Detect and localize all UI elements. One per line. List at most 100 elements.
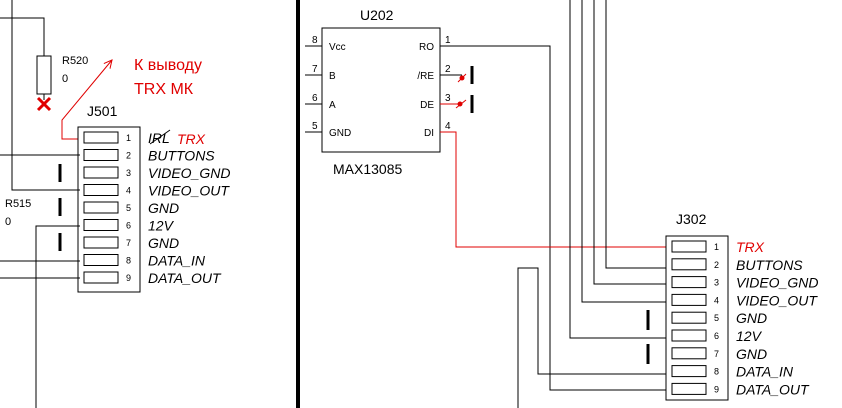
r520-ref: R520: [62, 55, 88, 67]
resistor-r520: [36, 55, 52, 95]
u202-pin-name: RO: [419, 42, 434, 53]
j302-pin-number: 9: [714, 384, 719, 394]
wire-j501-pin6: [35, 225, 80, 408]
j501-signal-label: DATA_OUT: [148, 270, 222, 286]
j302-pin-number: 8: [714, 367, 719, 377]
j501-trx-replacement: TRX: [177, 131, 206, 147]
j302-signal-label: DATA_OUT: [736, 381, 810, 397]
j302-pin-number: 2: [714, 260, 719, 270]
wire-j302-pin3: [593, 0, 668, 285]
j501-pin-number: 8: [126, 256, 131, 266]
u202-pin-number: 3: [445, 93, 451, 104]
u202-pin-number: 6: [312, 93, 318, 104]
r515-value: 0: [5, 216, 11, 228]
j302-signal-label: GND: [736, 346, 767, 362]
u202-pin-name: /RE: [417, 71, 434, 82]
u202-pin-name: B: [329, 71, 336, 82]
red-arrow-wire: [61, 60, 112, 140]
j302-pin-number: 1: [714, 242, 719, 252]
j302-signal-label: BUTTONS: [736, 257, 803, 273]
j501-slot: [83, 219, 119, 231]
j501-slot: [83, 149, 119, 161]
j302-pin-number: 5: [714, 313, 719, 323]
j501-signal-label: DATA_IN: [148, 253, 206, 269]
j501-slot: [83, 254, 119, 266]
j302-slot: [671, 311, 707, 324]
j501-pin-number: 9: [126, 273, 131, 283]
j302-slots: [671, 240, 707, 395]
u202-pin-name: DI: [424, 128, 434, 139]
j501-slot: [83, 201, 119, 214]
j501-pin-number: 6: [126, 221, 131, 231]
j501-signal-label: GND: [148, 235, 179, 251]
u202-pin-name: A: [329, 100, 336, 111]
j302-signal-label: TRX: [736, 239, 765, 255]
ic-u202: [321, 27, 441, 153]
j501-slot: [83, 184, 119, 196]
u202-pin-number: 4: [445, 121, 451, 132]
u202-ref: U202: [360, 7, 394, 23]
j501-pin-number: 1: [126, 133, 131, 143]
j501-slot: [83, 166, 119, 179]
u202-part: MAX13085: [333, 161, 402, 177]
j501-pin-number: 3: [126, 168, 131, 178]
r520-value: 0: [62, 73, 68, 85]
j302-slot: [671, 329, 707, 342]
wire-ro: [440, 45, 668, 391]
j501-signal-label: 12V: [148, 218, 175, 234]
j302-signal-label: GND: [736, 310, 767, 326]
u202-pin-number: 1: [445, 35, 451, 46]
j501-signal-labels: IRLBUTTONSVIDEO_GNDVIDEO_OUTGND12VGNDDAT…: [148, 130, 230, 286]
wire-j302-pin6: [569, 0, 668, 339]
cut-mark-icon: [36, 96, 52, 112]
j302-pin-number: 3: [714, 278, 719, 288]
note-line-1: К выводу: [134, 57, 202, 74]
j302-signal-label: 12V: [736, 328, 763, 344]
j501-pin-number: 2: [126, 151, 131, 161]
wire-j501-pin4: [11, 0, 80, 191]
j501-slot: [83, 271, 119, 284]
j302-signal-label: VIDEO_OUT: [736, 292, 818, 308]
wire-di: [440, 131, 668, 248]
j302-ref: J302: [676, 211, 707, 227]
j302-slot: [671, 293, 707, 306]
j501-slots: [83, 131, 119, 284]
u202-pin-number: 7: [312, 64, 318, 75]
j302-slot: [671, 258, 707, 271]
j302-signal-label: DATA_IN: [736, 364, 794, 380]
wire-r520-top: [0, 17, 45, 56]
j302-slot: [671, 365, 707, 378]
note-line-2: TRX МК: [134, 81, 194, 98]
wire-j302-pin2: [605, 0, 668, 269]
j302-pin-number: 4: [714, 295, 719, 305]
j302-signal-label: VIDEO_GND: [736, 275, 818, 291]
j302-slot: [671, 382, 707, 395]
j302-slot: [671, 240, 707, 253]
u202-pin-number: 2: [445, 64, 451, 75]
j302-pin-number: 6: [714, 331, 719, 341]
j501-signal-label: VIDEO_GND: [148, 165, 230, 181]
re-red-dot: [459, 75, 465, 81]
j501-slot: [83, 131, 119, 144]
j501-pin-number: 7: [126, 238, 131, 248]
u202-pin-number: 8: [312, 35, 318, 46]
j501-slot: [83, 236, 119, 249]
left-panel: R520 0 К выводу TRX МК R515 0 J501 12345…: [0, 0, 230, 408]
u202-pin-name: Vcc: [329, 42, 346, 53]
j501-signal-label: GND: [148, 200, 179, 216]
r515-ref: R515: [5, 198, 31, 210]
u202-pin-number: 5: [312, 121, 318, 132]
wire-j302-pin8: [517, 267, 668, 408]
wire-j302-pin4: [581, 0, 668, 303]
u202-pin-name: GND: [329, 128, 351, 139]
j501-signal-label: BUTTONS: [148, 148, 215, 164]
j501-signal-label: VIDEO_OUT: [148, 183, 230, 199]
j501-ref: J501: [87, 103, 118, 119]
